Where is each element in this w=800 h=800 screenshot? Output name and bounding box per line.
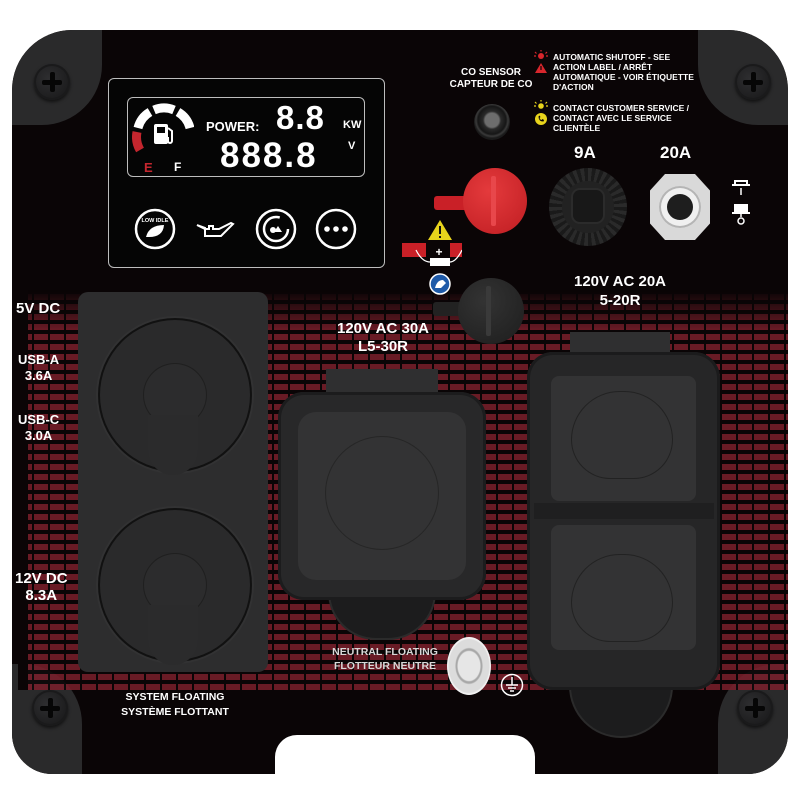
legend-line: CONTACT AVEC LE SERVICE	[553, 113, 672, 123]
outlet-divider	[534, 503, 714, 519]
legend-line: ACTION LABEL / ARRÊT	[553, 62, 653, 72]
l5-30r-cover-hinge	[326, 369, 438, 395]
twist-lock-outline	[326, 437, 438, 549]
5-20r-type: 5-20R	[599, 292, 641, 309]
dc-breaker-9a-button[interactable]	[549, 168, 627, 246]
breaker-push-reset-icon	[732, 180, 750, 225]
neutral-floating-fr: FLOTTEUR NEUTRE	[333, 660, 437, 672]
l5-30r-rating: 120V AC 30A	[337, 320, 429, 337]
power-unit: KW	[343, 119, 362, 131]
dc-12v-label: 12V DC 8.3A	[15, 570, 68, 604]
usb-cover-tab[interactable]	[148, 415, 198, 475]
power-label: POWER:	[206, 119, 260, 134]
usb-c-label: USB-C 3.0A	[18, 412, 59, 444]
dc-12v-rating: 8.3A	[25, 587, 58, 604]
service-legend-text: CONTACT CUSTOMER SERVICE / CONTACT AVEC …	[553, 103, 743, 133]
screw-icon	[735, 64, 771, 100]
cap-slot	[491, 176, 496, 226]
neutral-floating-label: NEUTRAL FLOATING FLOTTEUR NEUTRE	[330, 645, 440, 673]
legend-line: CLIENTÈLE	[553, 123, 601, 133]
co-sensor-label-en: CO SENSOR	[460, 67, 521, 78]
battery-positive-terminal-cap[interactable]	[463, 168, 527, 234]
legend-line: CONTACT CUSTOMER SERVICE /	[553, 103, 690, 113]
co-sensor-label-fr: CAPTEUR DE CO	[449, 79, 533, 90]
screw-icon	[34, 64, 70, 100]
fuel-empty-label: E	[144, 160, 153, 175]
voltage-value: 888.8	[220, 136, 318, 175]
screw-icon	[32, 690, 68, 726]
breaker-20a-label: 20A	[660, 143, 692, 162]
5-20r-upper-cover[interactable]	[551, 376, 696, 501]
5-20r-label: 120V AC 20A 5-20R	[560, 272, 680, 310]
co-sensor-label: CO SENSOR CAPTEUR DE CO	[449, 67, 533, 91]
ground-terminal[interactable]	[447, 637, 491, 695]
neutral-floating-en: NEUTRAL FLOATING	[332, 646, 438, 658]
voltage-unit: V	[348, 140, 356, 152]
dc-12v-type: 12V DC	[15, 570, 68, 587]
oil-can-icon	[196, 221, 235, 237]
dc-5v-label: 5V DC	[16, 300, 61, 317]
screw-icon	[737, 690, 773, 726]
usb-c-rating: 3.0A	[24, 428, 53, 443]
system-floating-fr: SYSTÈME FLOTTANT	[121, 706, 229, 718]
usb-a-label: USB-A 3.6A	[18, 352, 59, 384]
service-phone-icon	[534, 100, 548, 125]
receptacle-outline	[572, 555, 672, 641]
legend-line: AUTOMATIQUE - VOIR ÉTIQUETTE	[553, 72, 694, 82]
usb-c-type: USB-C	[18, 412, 60, 427]
power-value: 8.8	[276, 99, 325, 136]
5-20r-lower-cover[interactable]	[551, 525, 696, 650]
shutoff-legend-text: AUTOMATIC SHUTOFF - SEE ACTION LABEL / A…	[553, 52, 743, 92]
usb-a-type: USB-A	[18, 352, 60, 367]
cap-slot	[486, 286, 491, 336]
pattern-edge	[18, 290, 28, 690]
more-options-icon	[315, 208, 357, 250]
svg-text:+: +	[435, 245, 442, 259]
system-floating-en: SYSTEM FLOATING	[125, 691, 225, 703]
fuel-full-label: F	[174, 160, 182, 174]
low-idle-icon: LOW IDLE	[134, 208, 176, 250]
ground-icon	[500, 673, 524, 697]
svg-text:LOW IDLE: LOW IDLE	[142, 218, 169, 224]
breaker-9a-label: 9A	[574, 143, 596, 162]
overload-reset-icon	[255, 208, 297, 250]
l5-30r-label: 120V AC 30A L5-30R	[318, 320, 448, 356]
carry-handle-cutout	[275, 735, 535, 800]
legend-line: AUTOMATIC SHUTOFF - SEE	[553, 52, 671, 62]
system-floating-label: SYSTEM FLOATING SYSTÈME FLOTTANT	[110, 690, 240, 720]
l5-30r-outlet-cover[interactable]	[298, 412, 466, 580]
receptacle-outline	[572, 392, 672, 478]
lcd-display: E F POWER: 8.8 KW 888.8 V LOW IDLE	[108, 78, 385, 268]
red-cap-tab	[434, 196, 470, 210]
shutoff-warning-icon	[534, 50, 548, 73]
co-sensor-light	[474, 104, 510, 140]
ac-breaker-20a-reset[interactable]	[667, 194, 693, 220]
battery-warning-icon: +	[402, 220, 462, 295]
lcd-readout: E F POWER: 8.8 KW 888.8 V	[127, 97, 365, 177]
5-20r-rating: 120V AC 20A	[574, 273, 666, 290]
l5-30r-type: L5-30R	[357, 338, 409, 355]
12v-cover-tab[interactable]	[148, 605, 198, 665]
usb-a-rating: 3.6A	[24, 368, 53, 383]
legend-line: D'ACTION	[553, 82, 594, 92]
fuel-gauge-icon	[132, 103, 194, 153]
battery-negative-terminal-cap[interactable]	[458, 278, 524, 344]
